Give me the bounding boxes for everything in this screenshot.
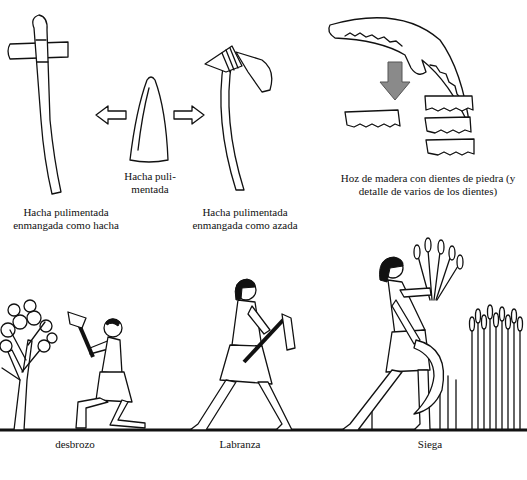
- scene-caption: desbrozo: [15, 438, 135, 451]
- arrow-right: [174, 106, 204, 124]
- scene-caption: Labranza: [180, 438, 300, 451]
- scene-caption: Siega: [370, 438, 490, 451]
- tool-caption: Hacha puli- mentada: [118, 170, 182, 195]
- clearing-scene: [0, 300, 145, 430]
- hafted-axe: [8, 15, 68, 194]
- polished-axe: [130, 77, 168, 162]
- tool-caption: Hoz de madera con dientes de piedra (y d…: [334, 172, 522, 197]
- hafted-hoe: [205, 46, 272, 190]
- tool-caption: Hacha pulimentada enmangada como hacha: [4, 206, 128, 231]
- tool-caption: Hacha pulimentada enmangada como azada: [178, 206, 312, 231]
- harvest-scene: [342, 238, 523, 430]
- axe-shading: [138, 88, 149, 150]
- arrow-left: [96, 106, 126, 124]
- sickle: [329, 18, 474, 155]
- tillage-scene: [190, 279, 295, 430]
